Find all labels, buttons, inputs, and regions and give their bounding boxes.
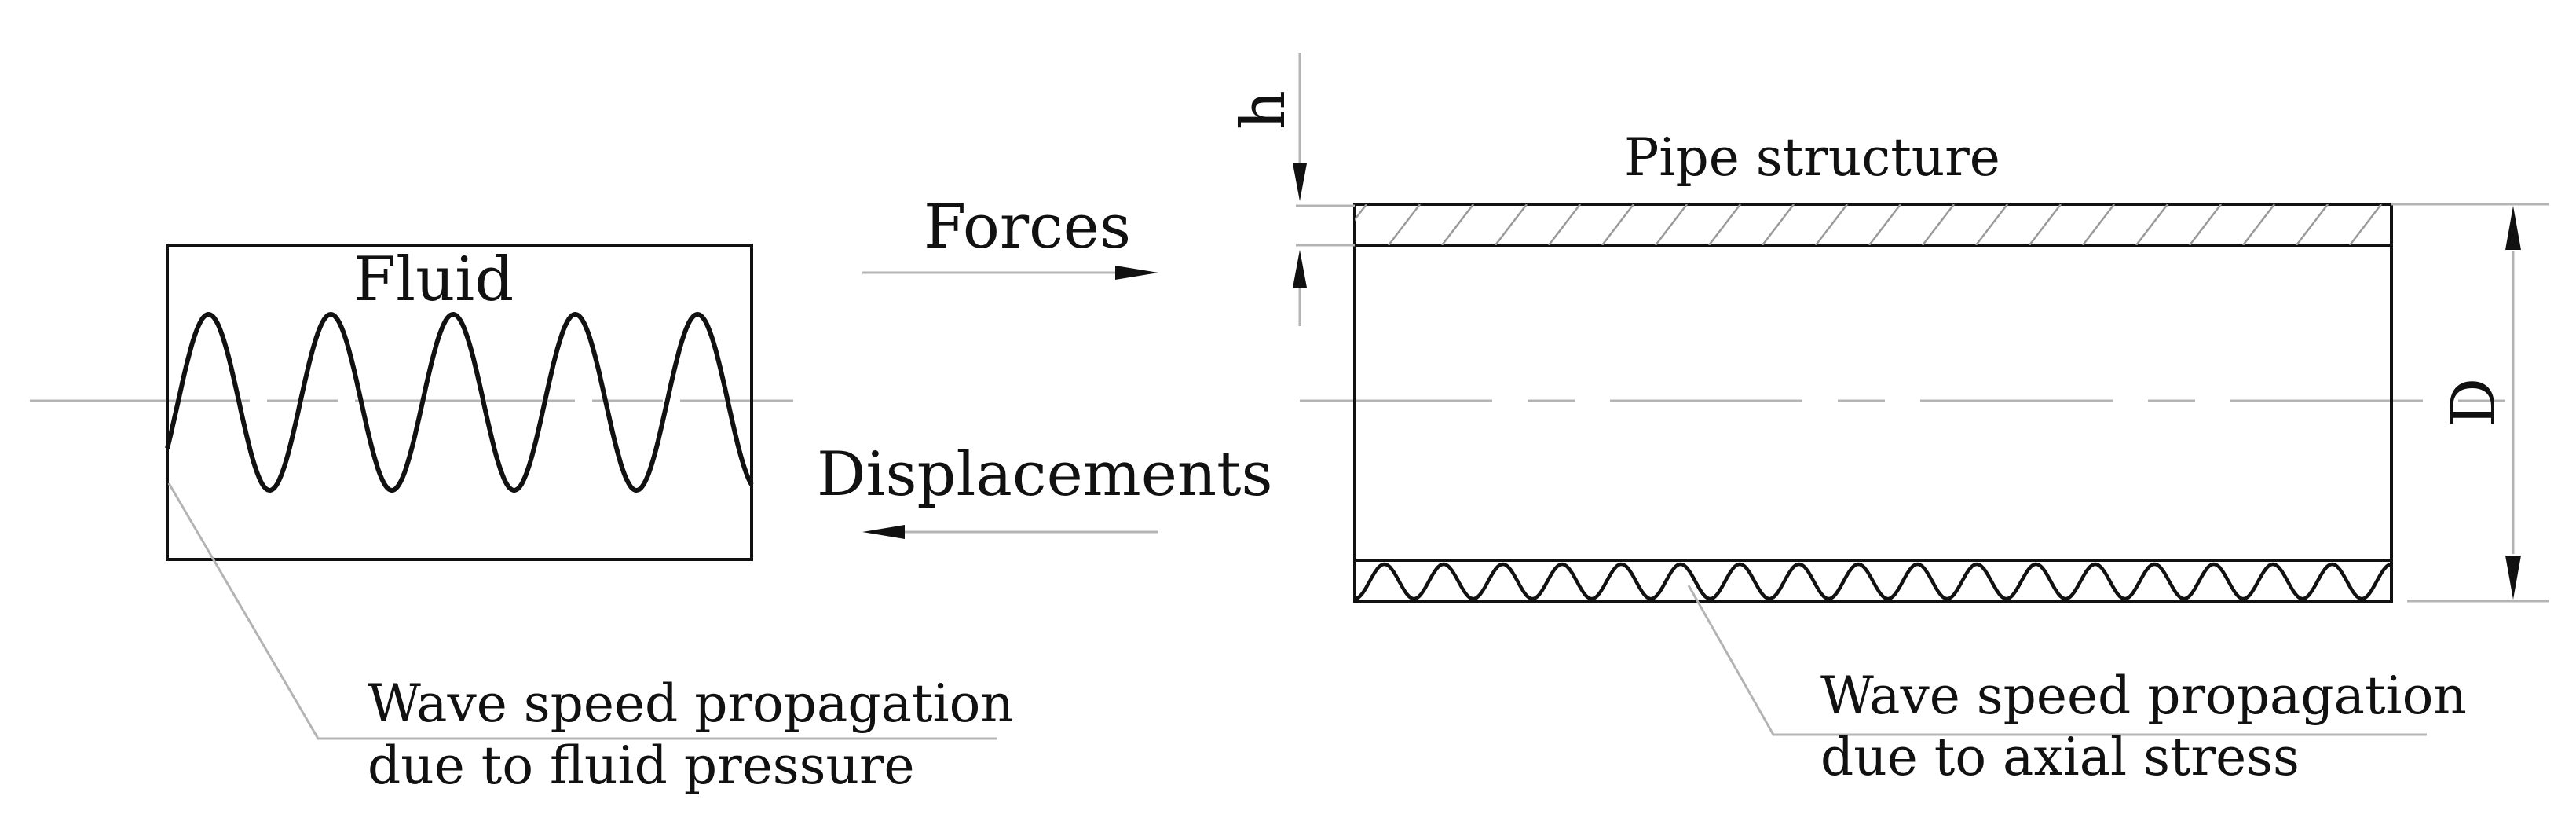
structure-wave-caption-line1: Wave speed propagation [1820,666,2467,726]
hatch-line [1388,204,1421,245]
hatch-line [1975,204,2008,245]
hatch-line [1441,204,1474,245]
hatch-line [1495,204,1528,245]
hatch-line [2403,204,2435,245]
hatch-line [1815,204,1848,245]
hatch-line [1922,204,1955,245]
forces-label: Forces [924,192,1131,262]
pipe-structure-label: Pipe structure [1624,127,2000,188]
hatch-line [1655,204,1688,245]
hatch-line [2349,204,2382,245]
hatch-line [1868,204,1901,245]
displacements-label: Displacements [817,439,1272,510]
fluid-wave-caption-line1: Wave speed propagation [368,673,1014,734]
hatch-line [2242,204,2275,245]
hatch-line [2082,204,2115,245]
thickness-label: h [1228,90,1299,130]
fluid-domain-box [166,244,753,561]
hatch-line [1762,204,1795,245]
pipe-wall-hatching [1355,204,2435,245]
hatch-line [1548,204,1581,245]
hatch-line [1601,204,1634,245]
displacements-arrow [862,525,1158,539]
pipe-wall-top [1353,203,2393,247]
structure-wave-caption-line2: due to axial stress [1820,727,2300,787]
fluid-wave-caption-line2: due to fluid pressure [368,735,915,796]
pipe-wall-bottom [1353,559,2393,603]
hatch-line [1355,204,1367,222]
fluid-pressure-wave [165,312,754,493]
structure-wave-leader [1687,585,2427,736]
fluid-label: Fluid [353,244,514,315]
axial-stress-wave [1354,562,2392,601]
hatch-line [2029,204,2062,245]
diameter-label: D [2439,378,2509,427]
forces-arrow [862,266,1158,280]
hatch-line [1708,204,1741,245]
thickness-dimension [1293,53,1355,326]
hatch-line [2296,204,2329,245]
hatch-line [2135,204,2168,245]
fluid-wave-leader [167,482,997,740]
diameter-dimension [2391,203,2549,603]
hatch-line [2189,204,2222,245]
